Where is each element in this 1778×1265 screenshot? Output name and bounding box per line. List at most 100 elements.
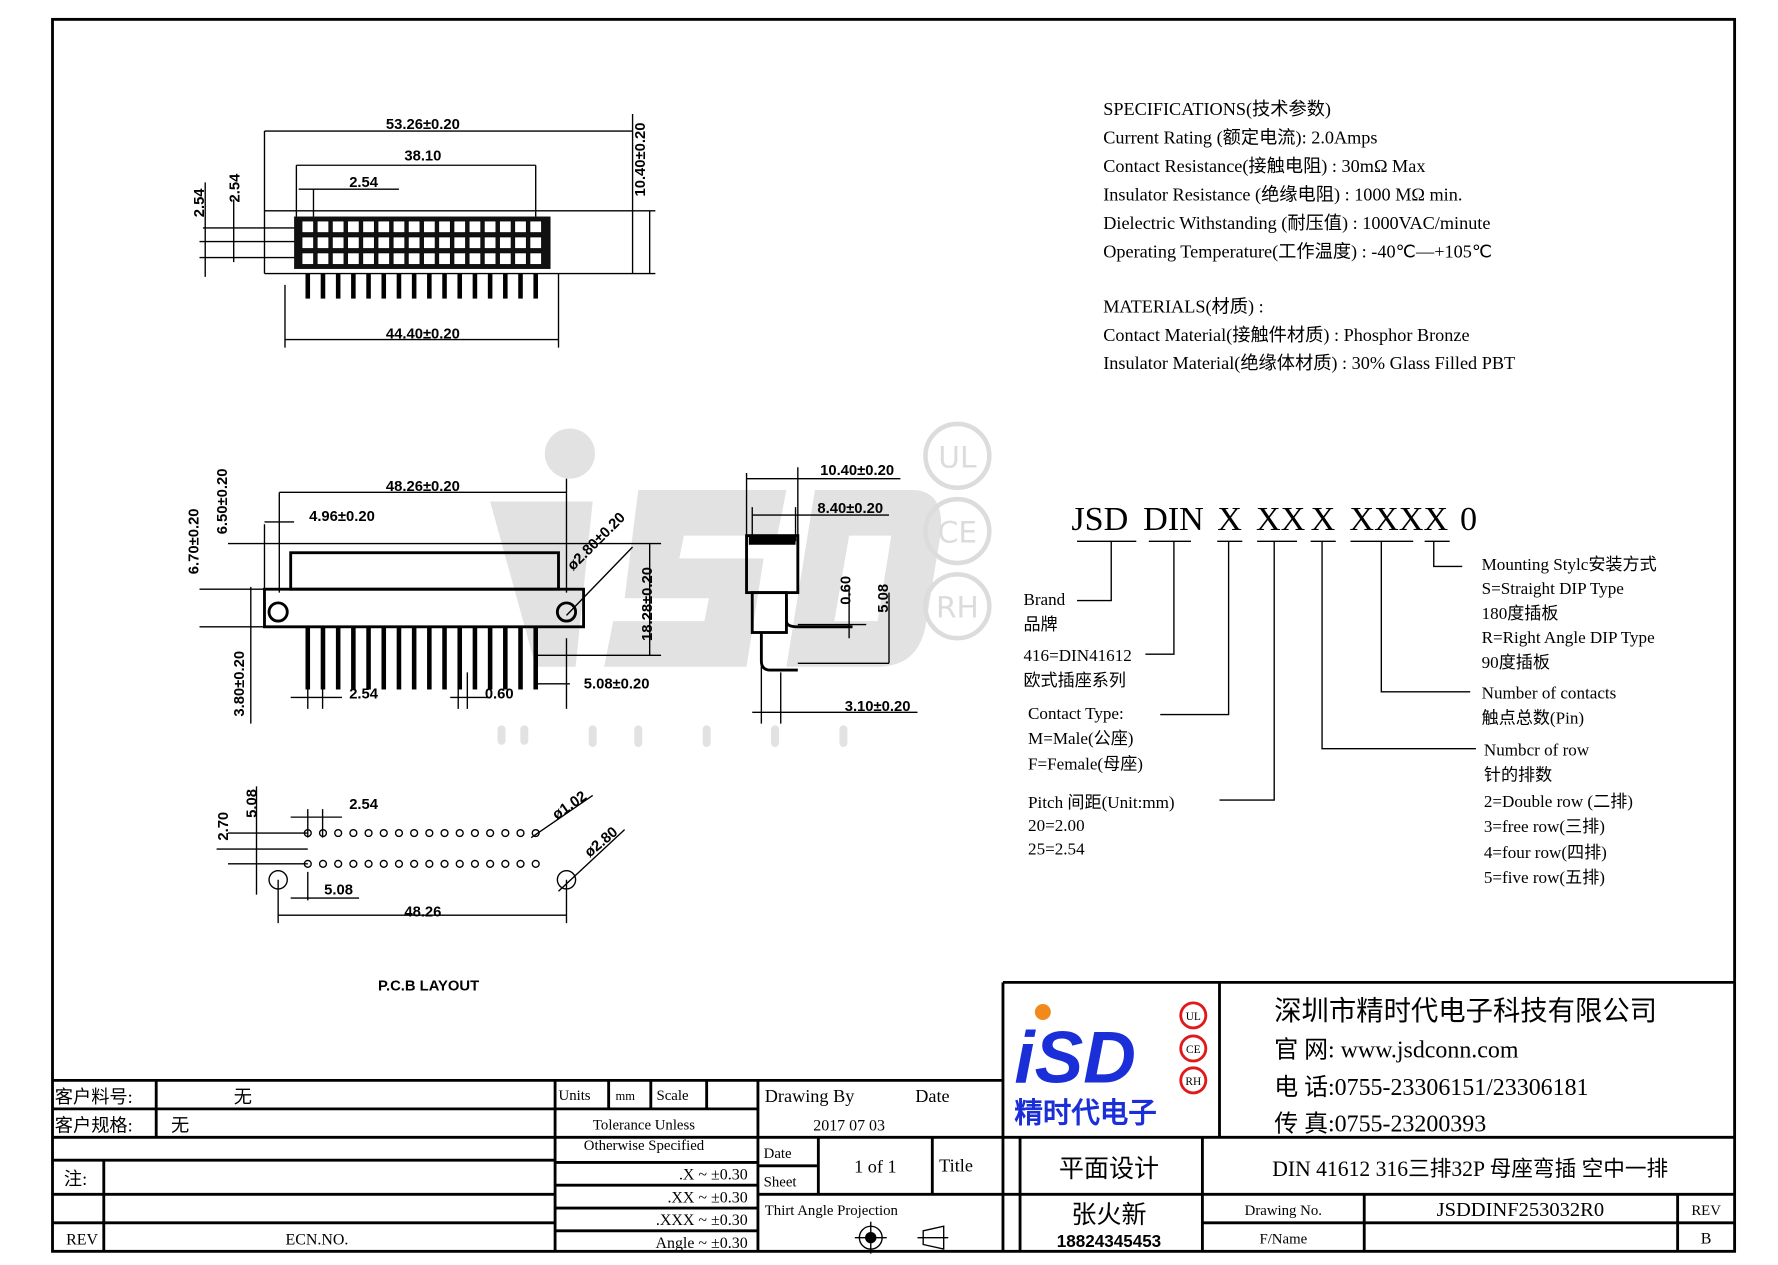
material-line: Insulator Material(绝缘体材质) : 30% Glass Fi… <box>1103 353 1515 374</box>
pcb-hole <box>410 828 419 838</box>
date-value: 2017 07 03 <box>813 1118 885 1135</box>
pcb-holes <box>303 828 540 868</box>
pin <box>305 626 311 690</box>
pin <box>427 273 432 299</box>
projection-label: Thirt Angle Projection <box>765 1203 899 1219</box>
pcb-hole <box>303 859 312 868</box>
company-tel: 电 话:0755-23306151/23306181 <box>1274 1074 1588 1101</box>
pn-contact-type: Contact Type: <box>1028 704 1124 723</box>
pn-pitch-opt: 20=2.00 <box>1028 816 1085 835</box>
dim-overall-width: 53.26±0.20 <box>386 117 460 133</box>
tolerance-heading: Otherwise Specified <box>584 1138 705 1154</box>
spec-line: Contact Resistance(接触电阻) : 30mΩ Max <box>1103 156 1425 177</box>
dim-pin-span: 44.40±0.20 <box>386 326 460 342</box>
pcb-hole <box>440 859 449 868</box>
tolerance-xx: .XX ~ ±0.30 <box>667 1189 747 1206</box>
contact-cell <box>408 220 421 233</box>
pin <box>335 626 341 690</box>
contact-cell <box>408 252 421 265</box>
contact-cell <box>529 252 542 265</box>
contact-cell <box>347 220 360 233</box>
units-value: mm <box>615 1089 635 1103</box>
pn-token: JSD <box>1071 501 1128 538</box>
pn-brand: Brand <box>1023 590 1065 609</box>
pcb-hole <box>486 828 495 838</box>
cert-ce-icon: CE <box>1186 1044 1201 1056</box>
spec-line: Insulator Resistance (绝缘电阻) : 1000 MΩ mi… <box>1103 185 1462 206</box>
dim-pcb-offset: 5.08 <box>324 883 353 899</box>
materials-heading: MATERIALS(材质) : <box>1103 296 1263 317</box>
pn-contacts: Number of contacts <box>1482 684 1617 703</box>
dim-h3: 3.80±0.20 <box>232 651 248 717</box>
pin <box>518 626 523 690</box>
contact-cell <box>301 252 314 265</box>
dim-hole-offset: 4.96±0.20 <box>309 509 375 525</box>
contact-cell <box>453 236 466 249</box>
pin <box>411 626 417 690</box>
pin <box>396 626 402 690</box>
contact-cell <box>332 220 345 233</box>
pn-mounting-opt: R=Right Angle DIP Type <box>1482 628 1655 647</box>
design-type: 平面设计 <box>1059 1155 1159 1183</box>
pin <box>320 273 326 299</box>
logo-text: iSD <box>1014 1018 1136 1099</box>
contact-cell <box>408 236 421 249</box>
pin <box>472 273 478 299</box>
contact-cell <box>332 236 345 249</box>
pn-rows-opt: 5=five row(五排) <box>1484 868 1605 887</box>
pin <box>320 626 326 690</box>
contact-cell <box>347 252 360 265</box>
customer-part-label: 客户料号: <box>55 1087 133 1107</box>
rev2-label: REV <box>1691 1203 1721 1219</box>
dim-pitch: 2.54 <box>349 175 379 191</box>
pin <box>351 273 356 299</box>
pcb-hole <box>364 828 373 838</box>
contact-cell <box>468 220 481 233</box>
pin <box>487 626 493 690</box>
pcb-hole <box>364 859 373 868</box>
scale-label: Scale <box>657 1088 689 1104</box>
contact-cell <box>484 236 497 249</box>
pn-rows: Numbcr of row <box>1484 741 1590 760</box>
dim-contact-span: 38.10 <box>404 149 441 165</box>
fname-label: F/Name <box>1259 1231 1307 1247</box>
contact-cell <box>316 252 329 265</box>
tolerance-xxx: .XXX ~ ±0.30 <box>656 1212 748 1229</box>
pin <box>518 273 523 299</box>
pin <box>366 273 371 299</box>
contact-cell <box>529 236 542 249</box>
watermark-cert-ce: CE <box>938 514 977 549</box>
contact-cell <box>484 252 497 265</box>
pn-series-cn: 欧式插座系列 <box>1023 671 1125 690</box>
dim-h2: 6.50±0.20 <box>215 469 231 535</box>
contact-cell <box>468 252 481 265</box>
drawer-name: 张火新 <box>1071 1201 1146 1229</box>
end-view: 10.40±0.20 8.40±0.20 0.60 5.08 3.10±0.20 <box>745 463 918 724</box>
pn-brand-cn: 品牌 <box>1023 615 1057 634</box>
title-block: 客户料号: 无 客户规格: 无 注: REV ECN.NO. Units mm … <box>52 980 1735 1254</box>
pn-token: XXX <box>1349 501 1423 538</box>
dim-edge: 5.08±0.20 <box>584 676 650 692</box>
pcb-hole <box>501 859 510 868</box>
dim-row-pitch: 2.54 <box>227 173 243 203</box>
cert-ul-icon: UL <box>1186 1011 1201 1023</box>
note-label: 注: <box>64 1169 87 1189</box>
pin <box>381 626 387 690</box>
dim-pin-width: 0.60 <box>485 687 514 703</box>
sheet-frame <box>51 17 1737 1253</box>
pin <box>366 626 371 690</box>
pcb-hole <box>516 859 525 868</box>
pcb-hole <box>531 828 540 838</box>
pin <box>487 273 493 299</box>
dim-h1: 6.70±0.20 <box>186 508 202 574</box>
pn-token: XX <box>1256 501 1306 538</box>
pn-mounting: Mounting Stylc安装方式 <box>1482 555 1657 574</box>
dim-end-pin: 0.60 <box>838 576 854 605</box>
contact-cell <box>438 252 451 265</box>
pcb-hole <box>470 859 480 868</box>
pn-token: 0 <box>1460 501 1477 538</box>
dim-pcb-row: 2.70 <box>216 812 232 841</box>
watermark-cn-graphic <box>497 725 848 748</box>
pcb-hole <box>303 828 312 838</box>
